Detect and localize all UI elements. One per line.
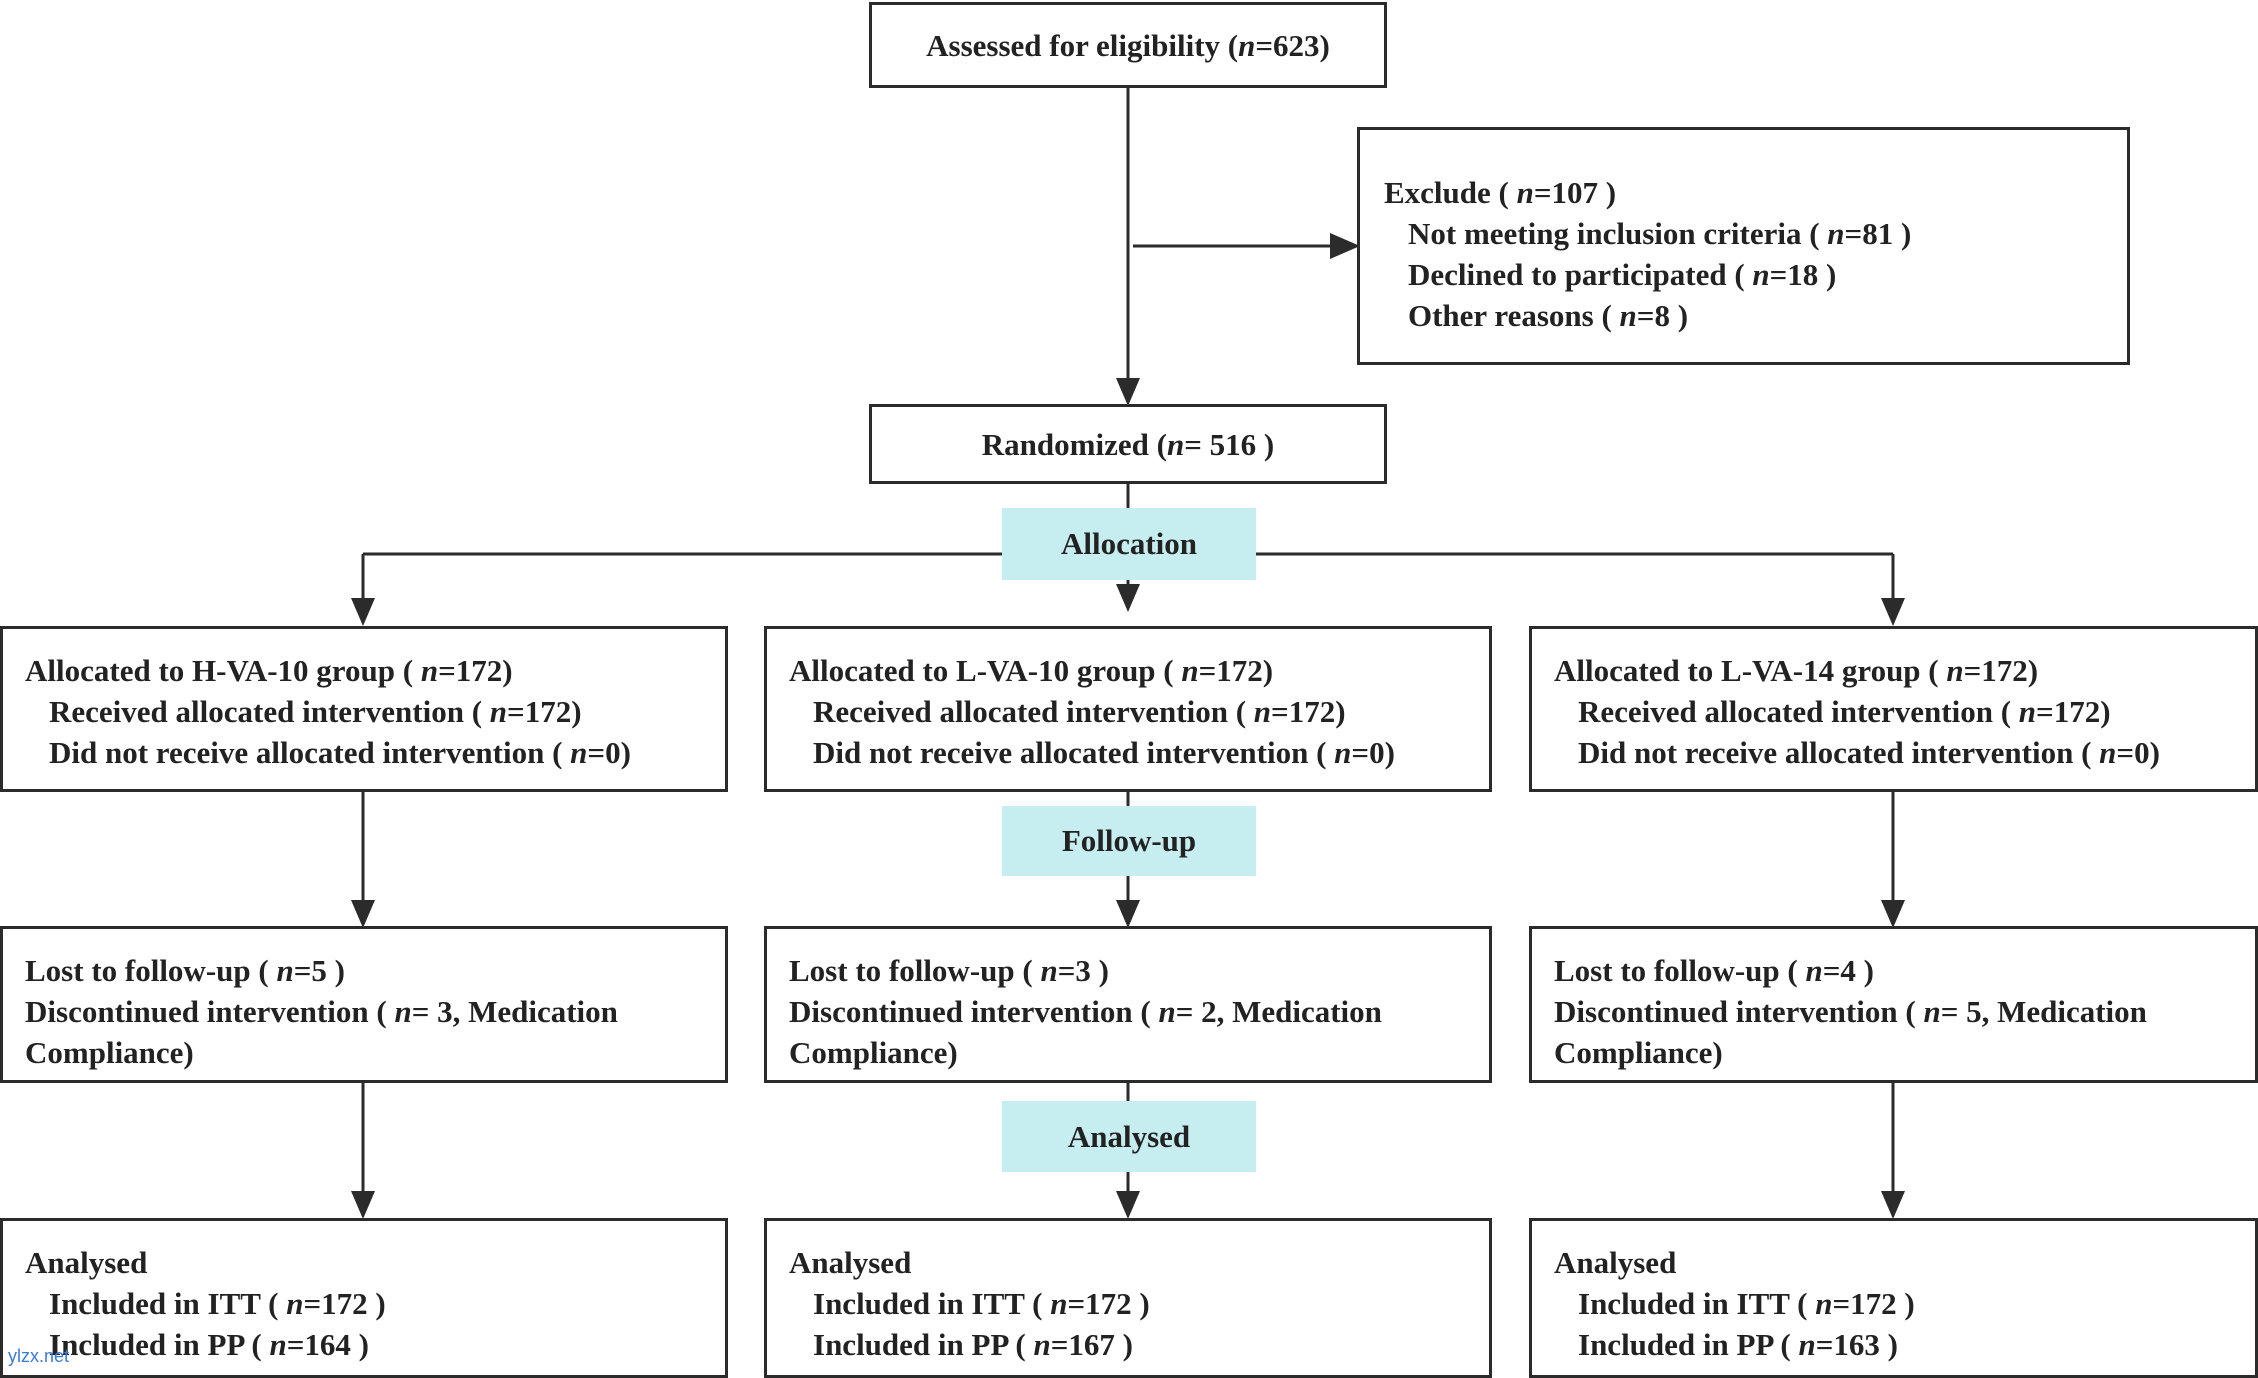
lost-line: Lost to follow-up ( n=5 ) <box>25 953 345 988</box>
not-received-line: Did not receive allocated intervention (… <box>813 735 1395 770</box>
arrowheads <box>351 233 1905 1219</box>
pp-line: Included in PP ( n=167 ) <box>813 1327 1133 1362</box>
randomized-label: Randomized ( <box>981 426 1167 462</box>
not-received-line: Did not receive allocated intervention (… <box>1578 735 2160 770</box>
arrowhead-alloc-center <box>1116 584 1140 612</box>
arrowhead-anal-center <box>1116 1191 1140 1219</box>
arrowhead-follow-left <box>351 900 375 928</box>
stage-analysed: Analysed <box>1002 1101 1256 1172</box>
pp-line: Included in PP ( n=164 ) <box>49 1327 369 1362</box>
itt-line: Included in ITT ( n=172 ) <box>49 1286 386 1321</box>
received-line: Received allocated intervention ( n=172) <box>49 694 582 729</box>
not-received-line: Did not receive allocated intervention (… <box>49 735 631 770</box>
allocated-line: Allocated to L-VA-10 group ( n=172) <box>789 653 1274 688</box>
analysed-title: Analysed <box>25 1245 148 1280</box>
allocated-line: Allocated to L-VA-14 group ( n=172) <box>1554 653 2039 688</box>
discontinued-line: Discontinued intervention ( n= 5, Medica… <box>1554 994 2147 1029</box>
pp-line: Included in PP ( n=163 ) <box>1578 1327 1898 1362</box>
watermark: ylzx.net <box>8 1346 70 1366</box>
lost-line: Lost to follow-up ( n=4 ) <box>1554 953 1874 988</box>
arrowhead-alloc-left <box>351 598 375 626</box>
compliance-line: Compliance) <box>1554 1035 1723 1070</box>
exclude-item: Not meeting inclusion criteria ( n=81 ) <box>1408 216 1912 251</box>
arrowhead-anal-right <box>1881 1191 1905 1219</box>
assessed-box: Assessed for eligibility (n=623) <box>869 2 1387 88</box>
received-line: Received allocated intervention ( n=172) <box>1578 694 2111 729</box>
compliance-line: Compliance) <box>25 1035 194 1070</box>
analysed-title: Analysed <box>1554 1245 1677 1280</box>
received-line: Received allocated intervention ( n=172) <box>813 694 1346 729</box>
analysed-box-l-va-10: Analysed Included in ITT ( n=172 ) Inclu… <box>764 1218 1492 1378</box>
exclude-title: Exclude ( n=107 ) <box>1384 175 1617 210</box>
analysed-title: Analysed <box>789 1245 912 1280</box>
exclude-box: Exclude ( n=107 ) Not meeting inclusion … <box>1357 127 2130 365</box>
analysed-box-h-va-10: Analysed Included in ITT ( n=172 ) Inclu… <box>0 1218 728 1378</box>
allocation-box-l-va-10: Allocated to L-VA-10 group ( n=172) Rece… <box>764 626 1492 792</box>
itt-line: Included in ITT ( n=172 ) <box>813 1286 1150 1321</box>
arrowhead-alloc-right <box>1881 598 1905 626</box>
allocation-box-h-va-10: Allocated to H-VA-10 group ( n=172) Rece… <box>0 626 728 792</box>
exclude-item: Other reasons ( n=8 ) <box>1408 298 1689 333</box>
arrowhead-anal-left <box>351 1191 375 1219</box>
exclude-item: Declined to participated ( n=18 ) <box>1408 257 1837 292</box>
arrowhead-exclude <box>1330 233 1360 259</box>
analysed-box-l-va-14: Analysed Included in ITT ( n=172 ) Inclu… <box>1529 1218 2258 1378</box>
followup-box-l-va-14: Lost to follow-up ( n=4 ) Discontinued i… <box>1529 926 2258 1083</box>
discontinued-line: Discontinued intervention ( n= 3, Medica… <box>25 994 618 1029</box>
arrowhead-follow-center <box>1116 900 1140 928</box>
stage-allocation: Allocation <box>1002 508 1256 580</box>
followup-box-h-va-10: Lost to follow-up ( n=5 ) Discontinued i… <box>0 926 728 1083</box>
itt-line: Included in ITT ( n=172 ) <box>1578 1286 1915 1321</box>
lost-line: Lost to follow-up ( n=3 ) <box>789 953 1109 988</box>
assessed-label: Assessed for eligibility ( <box>926 27 1239 63</box>
discontinued-line: Discontinued intervention ( n= 2, Medica… <box>789 994 1382 1029</box>
randomized-box: Randomized (n= 516 ) <box>869 404 1387 484</box>
compliance-line: Compliance) <box>789 1035 958 1070</box>
followup-box-l-va-10: Lost to follow-up ( n=3 ) Discontinued i… <box>764 926 1492 1083</box>
arrowhead-randomized <box>1116 378 1140 406</box>
allocation-box-l-va-14: Allocated to L-VA-14 group ( n=172) Rece… <box>1529 626 2258 792</box>
stage-followup: Follow-up <box>1002 806 1256 876</box>
allocated-line: Allocated to H-VA-10 group ( n=172) <box>25 653 513 688</box>
arrowhead-follow-right <box>1881 900 1905 928</box>
